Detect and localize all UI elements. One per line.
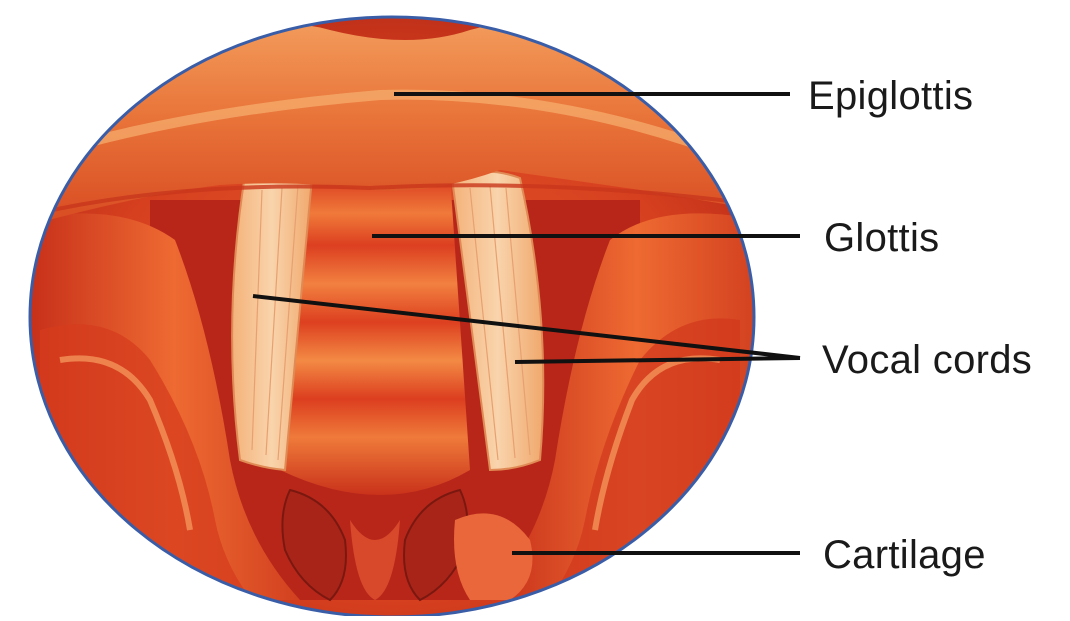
label-cartilage: Cartilage xyxy=(823,533,986,578)
label-glottis: Glottis xyxy=(824,216,939,261)
label-vocal-cords: Vocal cords xyxy=(822,338,1032,383)
label-epiglottis: Epiglottis xyxy=(808,74,973,119)
